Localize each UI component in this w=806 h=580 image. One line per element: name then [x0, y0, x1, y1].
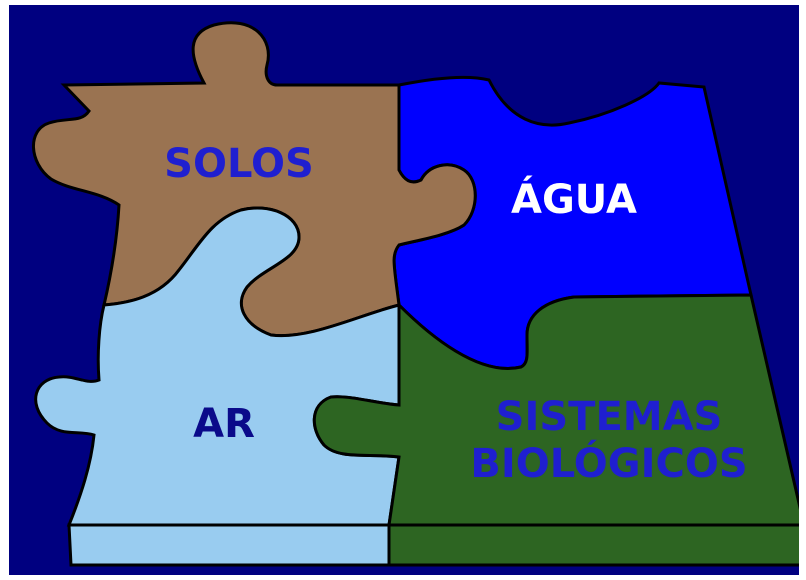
sistemas-biologicos-puzzle-piece — [312, 293, 799, 527]
sistemas-base-strip — [387, 523, 799, 567]
solos-label: SOLOS — [164, 141, 314, 187]
ar-label: AR — [193, 401, 255, 447]
sistemas-label-line1: SISTEMAS — [496, 394, 723, 440]
sistemas-label-line2: BIOLÓGICOS — [470, 439, 747, 487]
diagram-frame: SOLOS ÁGUA AR SISTEMAS BIOLÓGICOS — [9, 5, 799, 575]
ar-base-strip — [67, 523, 391, 567]
puzzle-diagram: SOLOS ÁGUA AR SISTEMAS BIOLÓGICOS — [9, 5, 799, 575]
agua-label: ÁGUA — [511, 175, 637, 223]
